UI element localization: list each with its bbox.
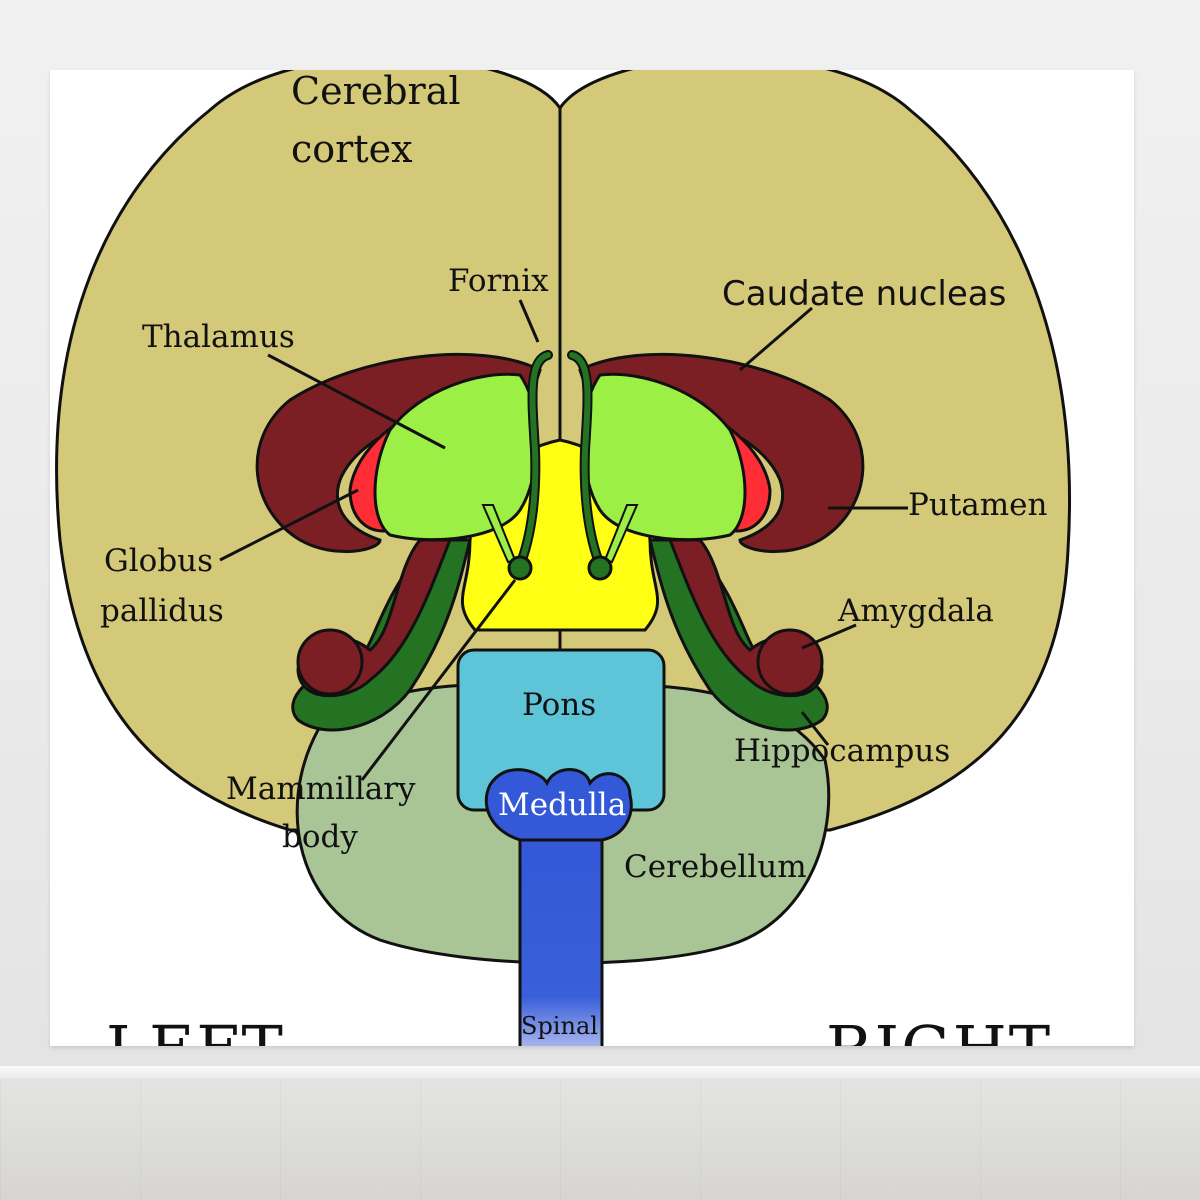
label-amygdala: Amygdala: [838, 593, 994, 629]
fornix-right: [569, 352, 603, 568]
label-caudate-nucleus: Caudate nucleas: [722, 274, 1007, 314]
label-cerebellum: Cerebellum: [624, 849, 807, 885]
fornix-left: [517, 352, 551, 568]
label-fornix: Fornix: [448, 263, 549, 299]
label-pons: Pons: [522, 687, 597, 723]
label-mammillary-body-line1: Mammillary: [226, 771, 416, 807]
leader-mammillary: [360, 579, 517, 781]
label-globus-pallidus-line2: pallidus: [100, 593, 224, 629]
label-cerebral-cortex-line1: Cerebral: [291, 70, 461, 113]
floor: [0, 1078, 1200, 1200]
mammillary-body-right: [587, 555, 613, 581]
label-spinal: Spinal: [521, 1012, 598, 1040]
brain-diagram-mural: Cerebral cortex Fornix Caudate nucleas T…: [50, 70, 1134, 1046]
mammillary-body-left: [507, 555, 533, 581]
label-globus-pallidus-line1: Globus: [104, 543, 214, 579]
label-left: LEFT: [106, 1018, 285, 1047]
label-putamen: Putamen: [908, 487, 1048, 523]
leader-globus-pallidus: [219, 488, 359, 562]
leader-hippocampus: [800, 711, 830, 746]
label-medulla: Medulla: [498, 787, 627, 823]
label-thalamus: Thalamus: [142, 319, 295, 355]
leader-fornix: [518, 299, 540, 343]
label-right: RIGHT: [826, 1018, 1052, 1047]
label-cerebral-cortex-line2: cortex: [291, 127, 413, 171]
amygdala-left: [296, 628, 364, 696]
amygdala-right: [756, 628, 824, 696]
leader-caudate: [739, 306, 813, 372]
medulla: [484, 768, 633, 842]
leader-amygdala: [801, 623, 857, 650]
leader-thalamus: [267, 353, 446, 450]
label-hippocampus: Hippocampus: [734, 733, 951, 769]
label-mammillary-body-line2: body: [282, 819, 358, 855]
brain-diagram: [55, 70, 1072, 1046]
